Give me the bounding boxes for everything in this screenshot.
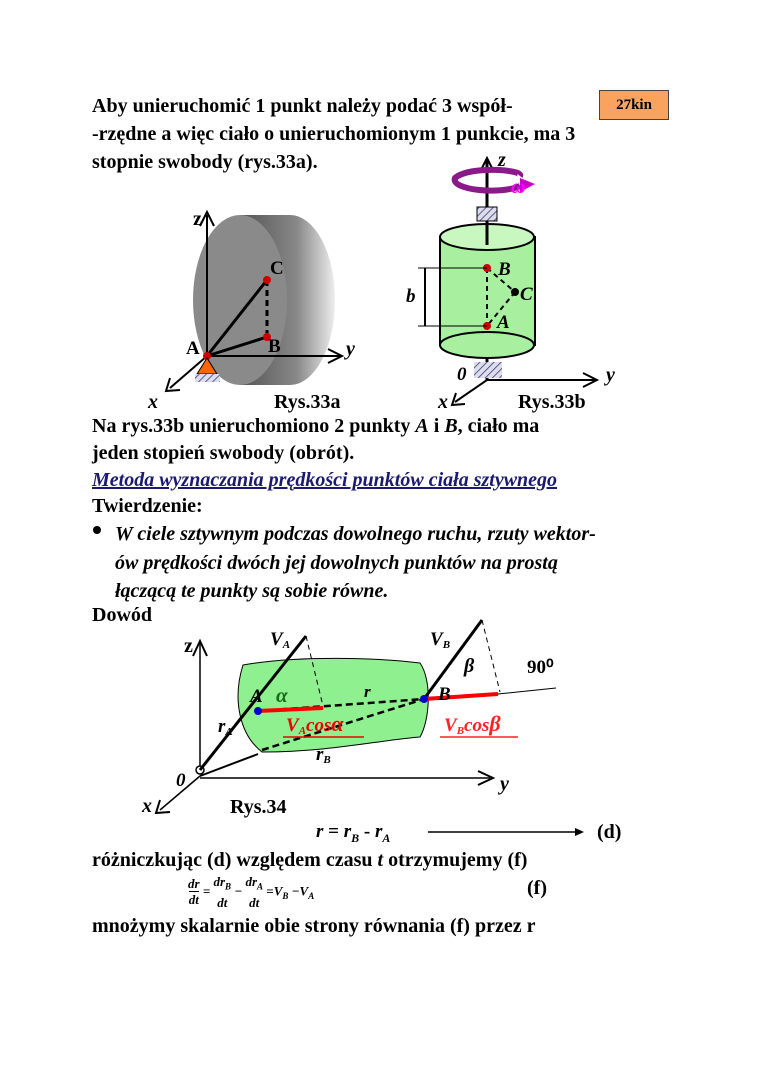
bullet-icon xyxy=(93,526,101,534)
svg-text:VBcosβ: VBcosβ xyxy=(444,711,501,737)
svg-text:b: b xyxy=(406,286,416,307)
theorem-label: Twierdzenie: xyxy=(92,495,203,517)
svg-text:x: x xyxy=(147,391,158,413)
svg-text:z: z xyxy=(193,208,202,230)
svg-text:α: α xyxy=(276,683,288,707)
svg-text:0: 0 xyxy=(176,770,186,791)
svg-text:C: C xyxy=(520,284,533,305)
method-link[interactable]: Metoda wyznaczania prędkości punktów cia… xyxy=(92,469,558,491)
para2-line-2: jeden stopień swobody (obrót). xyxy=(92,442,355,464)
svg-text:B: B xyxy=(497,259,511,280)
svg-text:VA: VA xyxy=(270,629,290,651)
svg-text:C: C xyxy=(270,258,284,279)
svg-text:y: y xyxy=(604,364,615,386)
para2-line-1: Na rys.33b unieruchomiono 2 punkty A i B… xyxy=(92,415,540,437)
caption-33a: Rys.33a xyxy=(274,391,341,413)
intro-line-1: Aby unieruchomić 1 punkt należy podać 3 … xyxy=(92,95,513,117)
equation-f-tag: (f) xyxy=(527,877,547,899)
caption-34: Rys.34 xyxy=(230,796,287,818)
svg-text:VB: VB xyxy=(430,629,450,651)
svg-text:A: A xyxy=(496,312,510,333)
svg-text:x: x xyxy=(437,391,448,413)
svg-text:rA: rA xyxy=(218,716,233,738)
svg-text:y: y xyxy=(344,338,355,360)
section-badge: 27kin xyxy=(599,90,669,120)
svg-text:β: β xyxy=(463,655,475,677)
svg-text:y: y xyxy=(498,773,509,795)
proof-label: Dowód xyxy=(92,604,153,626)
equation-d-tag: (d) xyxy=(597,821,622,843)
rigid-body-shape xyxy=(237,657,429,753)
svg-text:ω: ω xyxy=(511,176,525,198)
svg-text:A: A xyxy=(249,686,263,707)
intro-line-3: stopnie swobody (rys.33a). xyxy=(92,151,318,173)
rotation-arrow-icon xyxy=(451,166,524,194)
svg-text:B: B xyxy=(437,684,451,705)
svg-text:VAcosα: VAcosα xyxy=(286,711,344,737)
equation-d: r = rB - rA xyxy=(316,821,391,845)
svg-text:B: B xyxy=(268,336,281,357)
svg-text:r: r xyxy=(364,682,371,701)
theorem-line-2: ów prędkości dwóch jej dowolnych punktów… xyxy=(115,552,558,574)
caption-33b: Rys.33b xyxy=(518,391,586,413)
svg-text:x: x xyxy=(141,795,152,817)
svg-text:A: A xyxy=(186,338,200,359)
figure-33b: ω z B C A b 0 y x Rys.33b xyxy=(406,149,615,413)
last-line: mnożymy skalarnie obie strony równania (… xyxy=(92,915,536,937)
intro-line-2: -rzędne a więc ciało o unieruchomionym 1… xyxy=(92,123,576,145)
svg-text:z: z xyxy=(497,149,506,171)
svg-text:90⁰: 90⁰ xyxy=(527,657,554,678)
theorem-line-3: łączącą te punkty są sobie równe. xyxy=(115,580,389,602)
svg-text:rB: rB xyxy=(316,744,331,766)
figure-33a: z y x A B C Rys.33a xyxy=(147,208,355,413)
svg-text:0: 0 xyxy=(457,364,467,385)
diff-line: różniczkując (d) względem czasu t otrzym… xyxy=(92,849,528,871)
svg-text:z: z xyxy=(184,635,193,657)
theorem-line-1: W ciele sztywnym podczas dowolnego ruchu… xyxy=(115,523,596,545)
figure-34: z y x 0 A α B β 90⁰ VA VB rA rB r VAcosα… xyxy=(141,619,557,818)
